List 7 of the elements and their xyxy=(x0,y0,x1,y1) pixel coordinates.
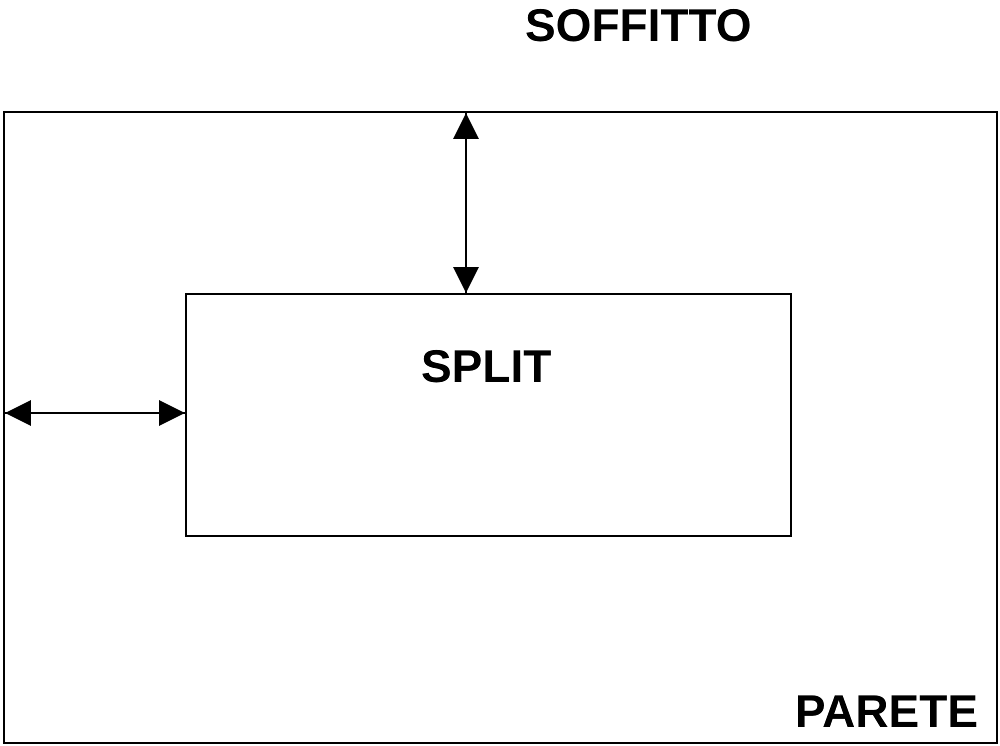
wall-outline xyxy=(3,111,998,744)
unit-label: SPLIT xyxy=(421,343,552,389)
wall-label: PARETE xyxy=(794,688,978,734)
ceiling-label: SOFFITTO xyxy=(525,2,752,48)
unit-box xyxy=(185,293,792,537)
double-arrow xyxy=(453,113,479,293)
double-arrow xyxy=(5,400,185,426)
